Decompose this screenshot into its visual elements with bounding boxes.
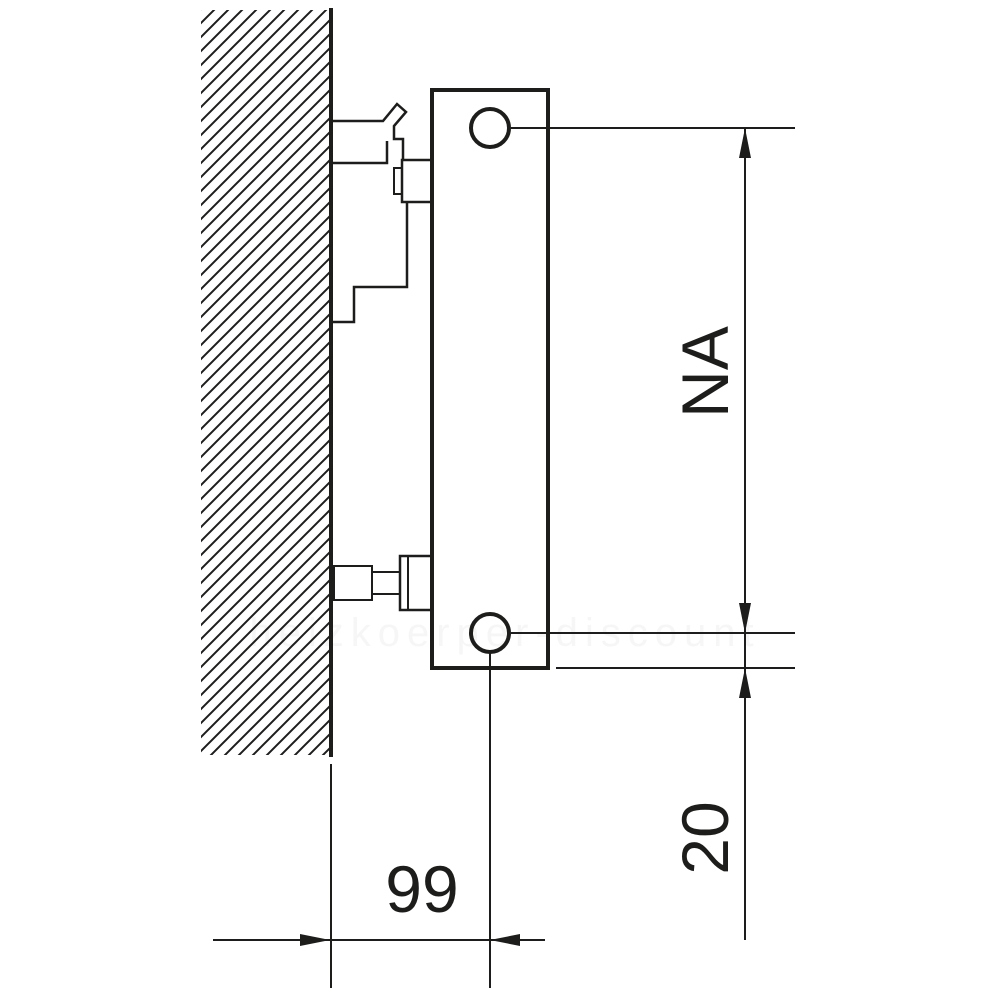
bottom-offset-dimension-label: 20 <box>668 801 742 874</box>
fitting-block <box>398 554 434 612</box>
bracket-block-lip <box>393 167 403 195</box>
mounting-bracket <box>331 102 434 324</box>
arrow-down-na-bottom <box>739 603 751 633</box>
dimension-labels: NA 20 99 <box>385 326 742 926</box>
wall <box>201 8 333 757</box>
radiator <box>430 88 550 670</box>
arrow-up-20 <box>739 668 751 698</box>
na-dimension-label: NA <box>668 326 742 418</box>
wall-distance-dimension-label: 99 <box>385 852 458 926</box>
wall-hatching <box>201 10 331 755</box>
arrow-right-99 <box>300 934 330 946</box>
arrow-left-99 <box>490 934 520 946</box>
radiator-body <box>430 88 550 670</box>
top-connection-circle <box>469 107 511 149</box>
bracket-hook <box>331 102 408 160</box>
threaded-section <box>333 565 373 601</box>
arrow-up-na-top <box>739 128 751 158</box>
bracket-lower-strap <box>331 202 409 324</box>
bracket-arm-underside <box>331 141 389 165</box>
dimension-lines <box>213 127 795 988</box>
bracket-block <box>400 158 434 204</box>
bottom-fitting <box>333 554 434 612</box>
